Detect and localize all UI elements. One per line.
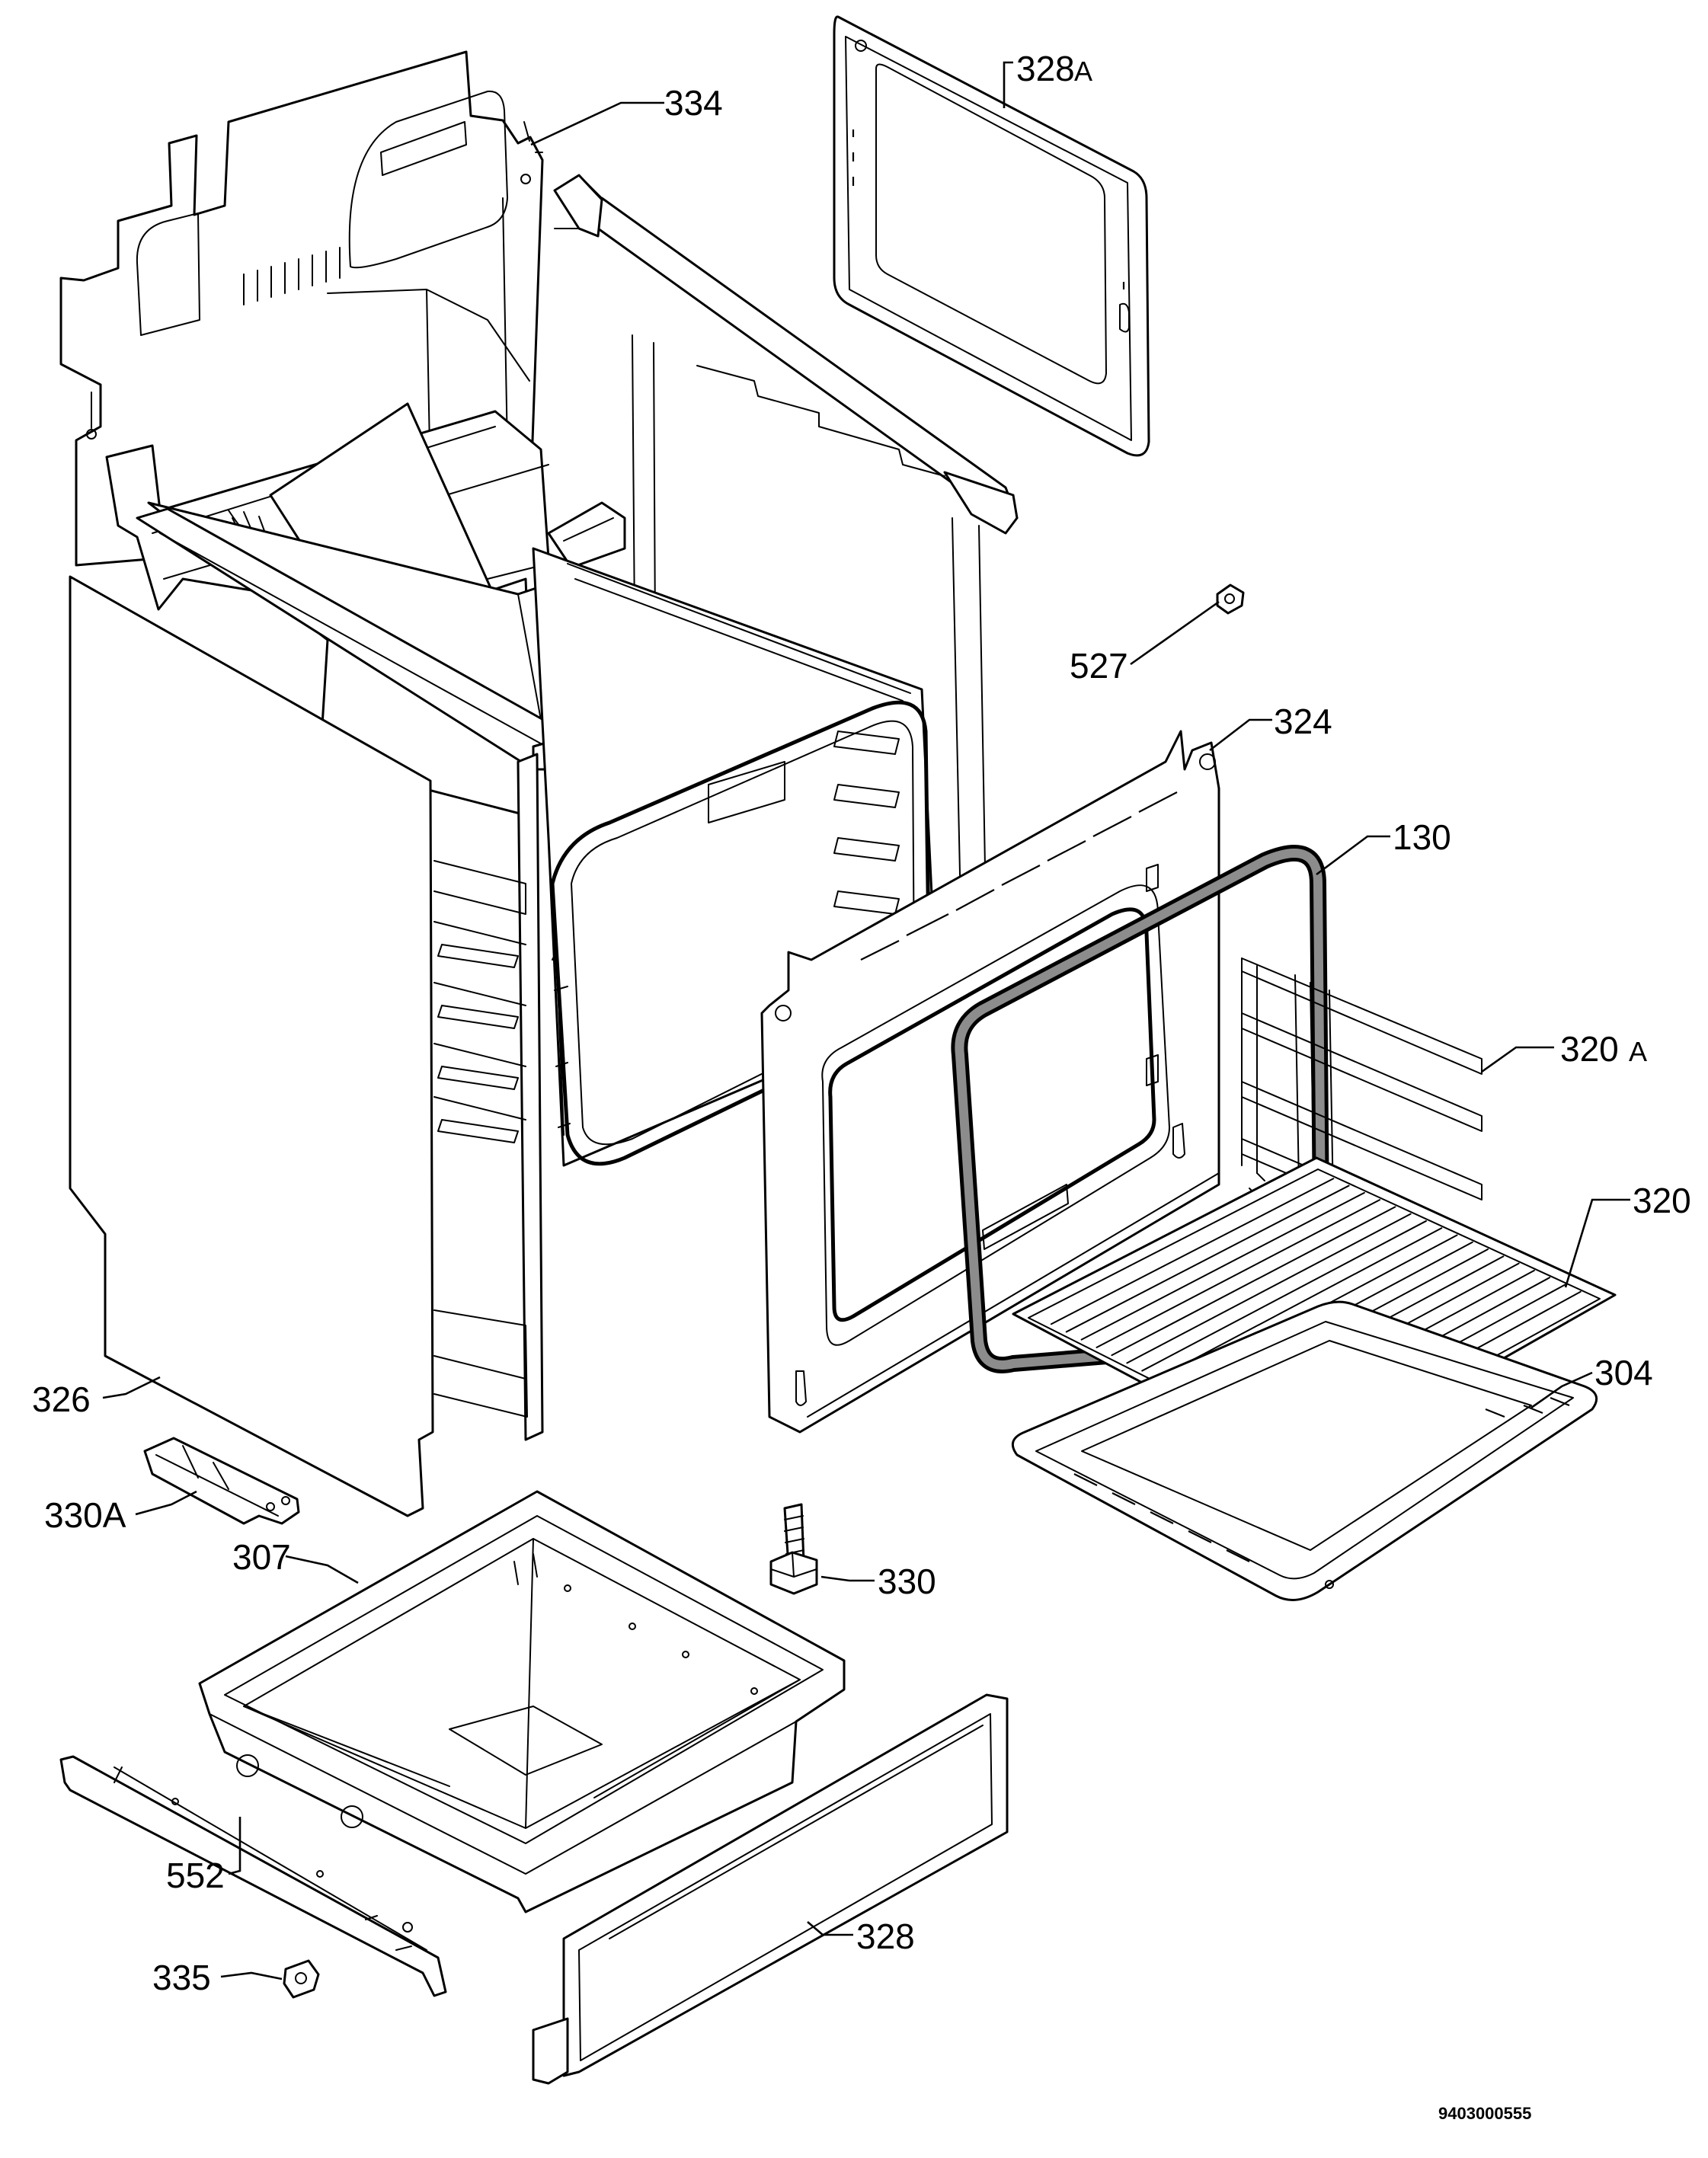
document-number: 9403000555 [1438, 2104, 1531, 2123]
part-130-door-gasket [951, 845, 1330, 1373]
callout-328A: 328 [1016, 49, 1075, 88]
callout-307: 307 [232, 1537, 291, 1577]
callout-328A-suffix: A [1074, 56, 1092, 87]
callout-552: 552 [166, 1856, 225, 1895]
callout-130: 130 [1393, 817, 1451, 857]
callout-320A: 320 [1560, 1029, 1619, 1069]
part-320A-shelf-support [1241, 958, 1483, 1258]
part-326-side-panel [69, 575, 434, 1517]
callout-labels: 334 328 A 527 324 130 320 A 320 304 326 … [32, 49, 1691, 2123]
callout-320A-suffix: A [1629, 1036, 1647, 1067]
part-324-front-frame [760, 730, 1220, 1434]
callout-330: 330 [878, 1562, 936, 1601]
callout-328: 328 [856, 1917, 915, 1956]
callout-326: 326 [32, 1380, 91, 1419]
part-527-clip [1216, 583, 1245, 615]
oven-body-frame [105, 174, 1019, 1441]
part-328-drawer-front [532, 1693, 1009, 2085]
part-335-screw [283, 1959, 320, 1999]
leader-lines [102, 61, 1630, 1981]
part-330-bolt [769, 1503, 818, 1595]
callout-527: 527 [1070, 646, 1128, 686]
part-304-baking-tray [1011, 1300, 1598, 1601]
part-307-storage-drawer [198, 1490, 846, 1913]
callout-320: 320 [1633, 1181, 1691, 1220]
part-552-drawer-runner [59, 1755, 447, 1997]
callout-304: 304 [1594, 1353, 1653, 1392]
callout-324: 324 [1274, 702, 1332, 741]
callout-330A: 330A [44, 1495, 126, 1535]
part-328A-door-glass-frame [833, 15, 1150, 457]
part-330A-hinge-bracket [143, 1437, 300, 1525]
callout-334: 334 [664, 83, 723, 123]
callout-335: 335 [152, 1958, 211, 1997]
